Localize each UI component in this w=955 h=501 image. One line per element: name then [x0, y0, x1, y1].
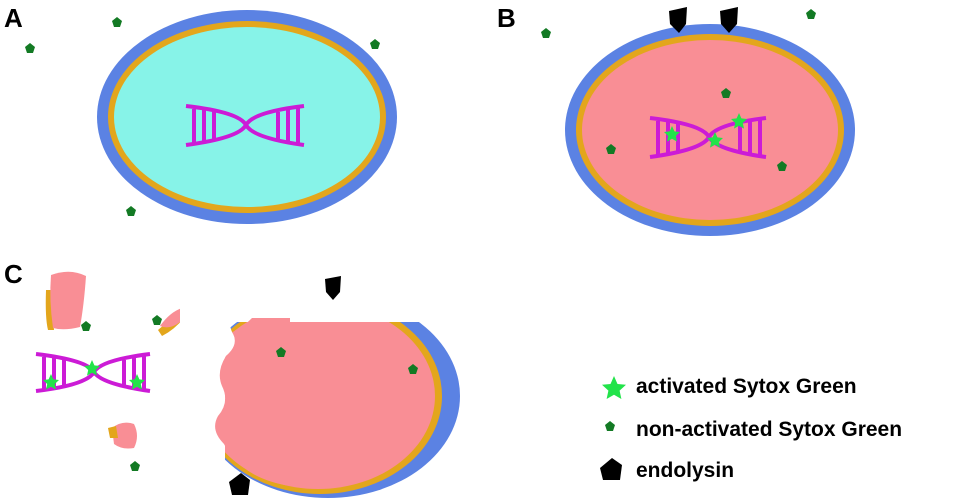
- non-activated-sytox-dot-icon: [605, 421, 615, 431]
- lysed-cell-c: [180, 300, 460, 498]
- non-activated-sytox-dots-b-inside: [606, 88, 787, 171]
- cytoplasm-fragment: [112, 422, 137, 449]
- endolysin-marker: [229, 473, 250, 495]
- non-activated-sytox-dot: [25, 43, 35, 53]
- panel-c-label: C: [4, 259, 23, 289]
- legend-label-non-activated: non-activated Sytox Green: [636, 418, 902, 441]
- endolysin-marker: [325, 276, 341, 300]
- released-dna: [35, 352, 151, 393]
- non-activated-sytox-dots-c-inside: [276, 347, 418, 374]
- legend-item-non-activated: non-activated Sytox Green: [605, 418, 902, 441]
- membrane-fragment: [108, 426, 118, 438]
- activated-sytox-star: [664, 126, 680, 142]
- non-activated-sytox-dot: [777, 161, 787, 171]
- cell-debris: [45, 271, 184, 449]
- cytoplasm-fragment: [160, 308, 184, 328]
- cytoplasm: [582, 40, 838, 220]
- non-activated-sytox-dot: [112, 17, 122, 27]
- cytoplasm-fragment: [50, 271, 86, 330]
- activated-sytox-star: [731, 113, 747, 129]
- non-activated-sytox-dot: [408, 364, 418, 374]
- non-activated-sytox-dot: [152, 315, 162, 325]
- activated-sytox-star: [84, 360, 100, 376]
- panel-c: C: [4, 259, 460, 498]
- non-activated-sytox-dots-a: [25, 17, 380, 216]
- panel-a: A: [4, 3, 397, 224]
- legend-item-activated: activated Sytox Green: [602, 375, 857, 399]
- panel-a-label: A: [4, 3, 23, 33]
- torn-cytoplasm: [215, 318, 290, 486]
- endolysin-b: [669, 7, 738, 33]
- non-activated-sytox-dot: [541, 28, 551, 38]
- damaged-cell-b: [565, 24, 855, 236]
- non-activated-sytox-dot: [126, 206, 136, 216]
- activated-sytox-star-icon: [602, 376, 626, 399]
- non-activated-sytox-dot: [130, 461, 140, 471]
- non-activated-sytox-dot: [81, 321, 91, 331]
- endolysin-c: [229, 276, 341, 495]
- non-activated-sytox-dots-c-outside: [81, 315, 162, 471]
- legend: activated Sytox Green non-activated Syto…: [600, 375, 902, 482]
- activated-sytox-stars-b: [664, 113, 747, 148]
- dna-helix: [185, 104, 305, 147]
- activated-sytox-star: [707, 132, 723, 148]
- non-activated-sytox-dot: [721, 88, 731, 98]
- legend-item-endolysin: endolysin: [600, 458, 734, 482]
- activated-sytox-stars-c: [43, 360, 145, 390]
- non-activated-sytox-dot: [606, 144, 616, 154]
- endolysin-icon: [600, 458, 622, 480]
- panel-b-label: B: [497, 3, 516, 33]
- legend-label-endolysin: endolysin: [636, 459, 734, 482]
- non-activated-sytox-dots-b-outside: [541, 9, 816, 38]
- activated-sytox-star: [129, 374, 145, 390]
- non-activated-sytox-dot: [276, 347, 286, 357]
- legend-label-activated: activated Sytox Green: [636, 375, 857, 398]
- intact-cell-a: [97, 10, 397, 224]
- activated-sytox-star: [43, 374, 59, 390]
- endolysin-marker: [720, 7, 738, 33]
- non-activated-sytox-dot: [370, 39, 380, 49]
- endolysin-marker: [669, 7, 687, 33]
- panel-b: B: [497, 3, 855, 236]
- non-activated-sytox-dot: [806, 9, 816, 19]
- torn-edge: [180, 300, 236, 470]
- cytoplasm: [114, 27, 380, 207]
